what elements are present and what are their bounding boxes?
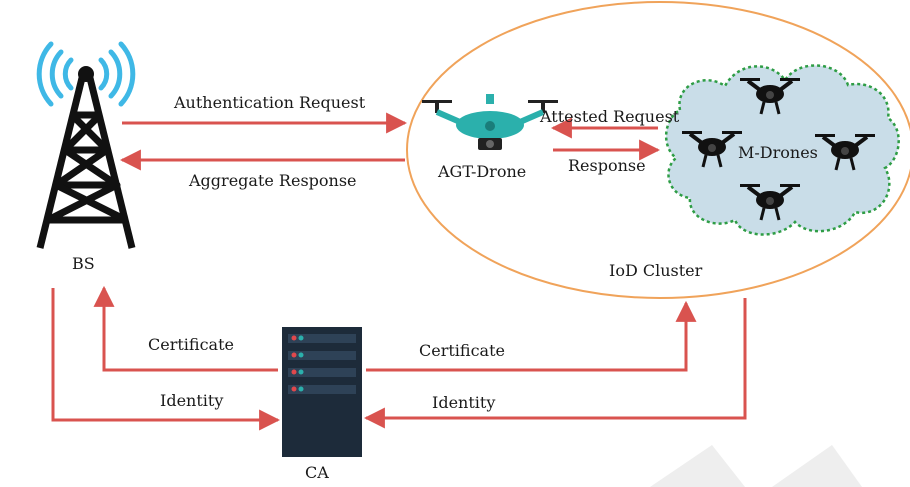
label-iod-cluster: IoD Cluster [609, 261, 703, 280]
label-identity-right: Identity [432, 393, 496, 412]
label-attested-request: Attested Request [540, 107, 680, 126]
signal-waves-icon [36, 41, 136, 107]
iod-cluster-ellipse [406, 1, 910, 299]
arrow-certificate-left [93, 285, 278, 372]
label-agt-drone: AGT-Drone [438, 162, 527, 181]
watermark-shapes [650, 445, 862, 487]
arrow-certificate-right [366, 300, 697, 372]
arrow-identity-right [363, 298, 747, 429]
label-response: Response [568, 156, 646, 175]
server-icon [282, 327, 362, 457]
label-identity-left: Identity [160, 391, 224, 410]
antenna-tip [78, 66, 94, 82]
arrow-identity-left [51, 288, 281, 431]
tower-antenna-icon [36, 77, 136, 249]
label-certificate-right: Certificate [419, 341, 505, 360]
drone-icon [422, 94, 558, 150]
cloud-icon [664, 64, 900, 236]
label-m-drones: M-Drones [738, 143, 818, 162]
label-bs: BS [72, 254, 95, 273]
label-certificate-left: Certificate [148, 335, 234, 354]
label-aggregate-response: Aggregate Response [189, 171, 357, 190]
label-ca: CA [305, 463, 329, 482]
label-authentication-request: Authentication Request [174, 93, 366, 112]
